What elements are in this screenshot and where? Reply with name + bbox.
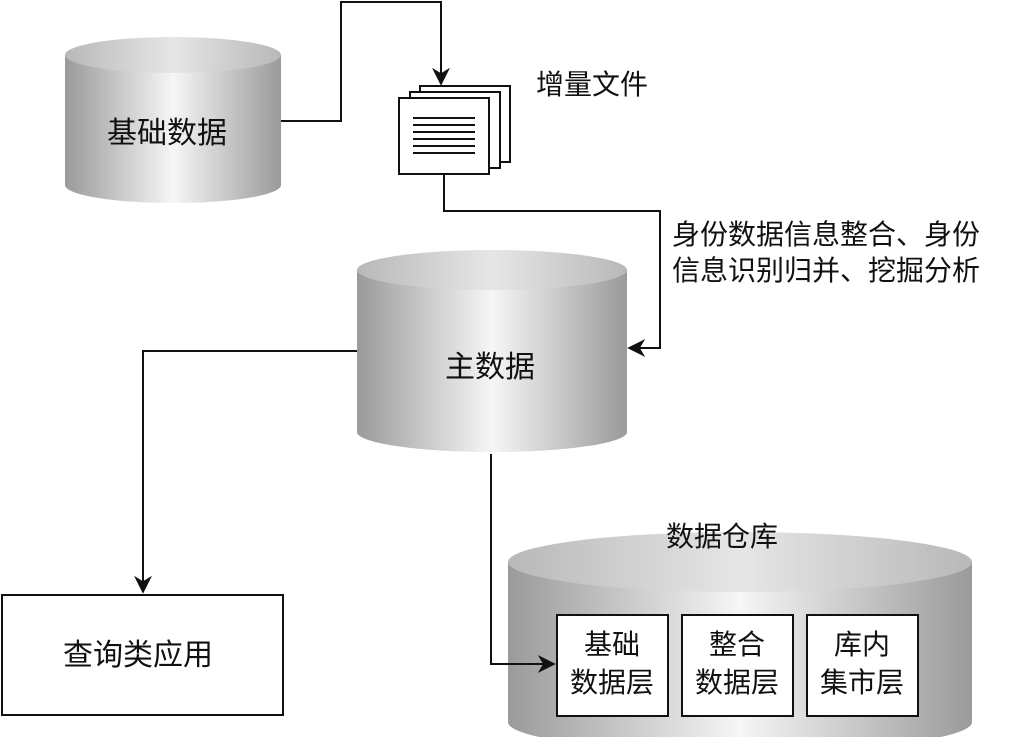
query-app-box: 查询类应用: [1, 594, 284, 716]
warehouse-layer-base-line2: 数据层: [570, 666, 654, 699]
edge-master-to-warehouse: [490, 454, 556, 673]
warehouse-layer-integrated-line2: 数据层: [695, 666, 779, 699]
edge-master-to-query: [134, 350, 357, 594]
query-app-label: 查询类应用: [63, 638, 213, 673]
process-label-line2: 信息识别归并、挖掘分析: [672, 254, 980, 287]
incremental-file-label: 增量文件: [536, 68, 648, 101]
edge-file-to-master: [443, 174, 661, 357]
process-label-line1: 身份数据信息整合、身份: [672, 218, 980, 251]
master-data-cylinder: 主数据: [357, 250, 627, 452]
warehouse-layer-mart-line2: 集市层: [820, 666, 904, 699]
warehouse-layer-mart-line1: 库内: [834, 628, 890, 661]
warehouse-layer-mart: 库内 集市层: [806, 614, 919, 717]
warehouse-layer-base-line1: 基础: [584, 628, 640, 661]
warehouse-layer-base: 基础 数据层: [556, 614, 669, 717]
warehouse-layer-integrated-line1: 整合: [709, 628, 765, 661]
master-data-label: 主数据: [445, 350, 535, 385]
incremental-file-icon: [398, 85, 511, 175]
data-warehouse-cylinder: 数据仓库 基础 数据层 整合 数据层 库内 集市层: [508, 520, 972, 737]
data-warehouse-label: 数据仓库: [666, 520, 778, 553]
warehouse-layer-integrated: 整合 数据层: [681, 614, 794, 717]
base-data-cylinder: 基础数据: [65, 37, 281, 203]
edge-base-to-file: [281, 1, 450, 122]
base-data-label: 基础数据: [107, 116, 227, 151]
